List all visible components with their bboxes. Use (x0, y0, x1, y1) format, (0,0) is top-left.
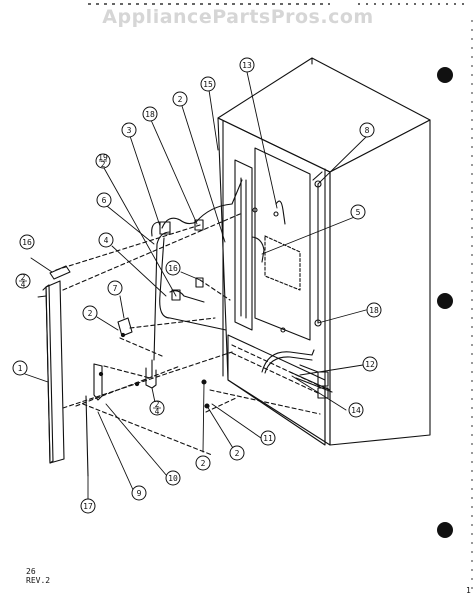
callout-label: 5 (356, 208, 361, 217)
callout-2b: 24 (15, 273, 31, 289)
callout-14: 14 (348, 402, 364, 418)
leader-lines (24, 71, 368, 504)
rear-access-panel (234, 147, 311, 341)
callout-label-bottom: 4 (155, 407, 160, 416)
callout-7: 7 (107, 280, 123, 296)
callout-circle (350, 204, 366, 220)
callout-2a: 2 (172, 91, 188, 107)
callout-label: 9 (137, 489, 142, 498)
callout-label: 8 (365, 126, 370, 135)
callout-16a: 16 (165, 260, 181, 276)
callout-5: 5 (350, 204, 366, 220)
callout-circle (229, 445, 245, 461)
callout-3: 3 (121, 122, 137, 138)
callout-8: 8 (359, 122, 375, 138)
callout-circle (200, 76, 216, 92)
bracket-7 (117, 317, 133, 337)
callout-label-top: 2 (21, 273, 26, 282)
callout-label: 7 (113, 284, 118, 293)
callout-label: 6 (102, 196, 107, 205)
callout-12: 12 (362, 356, 378, 372)
footer-revision: REV.2 (26, 576, 51, 585)
callout-label-top: 19 (98, 153, 108, 162)
callout-label-bottom: 2 (101, 160, 106, 169)
callout-9: 9 (131, 485, 147, 501)
callout-18b: 18 (366, 302, 382, 318)
callout-label: 2 (88, 309, 93, 318)
capillary-tube (251, 171, 323, 327)
callout-circle (165, 260, 181, 276)
callout-circle (359, 122, 375, 138)
callout-label: 18 (145, 110, 155, 119)
callout-circle (260, 430, 276, 446)
callout-1: 1 (12, 360, 28, 376)
callout-label: 2 (235, 449, 240, 458)
callout-11: 11 (260, 430, 276, 446)
machine-compartment (227, 334, 333, 446)
callout-label: 12 (365, 360, 375, 369)
callout-10: 10 (165, 470, 181, 486)
callout-2c: 2 (82, 305, 98, 321)
scan-border-marks (88, 3, 473, 590)
callout-label: 2 (178, 95, 183, 104)
assembly-lines (55, 213, 321, 456)
callout-circle (12, 360, 28, 376)
callout-circle (165, 470, 181, 486)
callout-label: 1 (18, 364, 23, 373)
callout-circle (142, 106, 158, 122)
footer-page-code: 26 (26, 567, 36, 576)
callout-circle (19, 234, 35, 250)
callout-13: 13 (239, 57, 255, 73)
callout-label: 16 (168, 264, 178, 273)
callout-circle (239, 57, 255, 73)
side-trim-panel (42, 280, 65, 464)
callout-15: 15 (200, 76, 216, 92)
callout-label: 14 (351, 406, 361, 415)
refrigerator-cabinet (217, 57, 431, 446)
binder-hole-middle (437, 293, 453, 309)
callout-4: 4 (98, 232, 114, 248)
callout-circle (172, 91, 188, 107)
callout-label-top: 2 (155, 400, 160, 409)
callout-label: 2 (201, 459, 206, 468)
callout-label: 13 (242, 61, 252, 70)
callout-circle (98, 232, 114, 248)
callout-circle (96, 192, 112, 208)
callout-label: 16 (22, 238, 32, 247)
callout-label: 17 (83, 502, 93, 511)
clip-16 (49, 265, 71, 280)
callout-17: 17 (80, 498, 96, 514)
callout-label: 10 (168, 474, 178, 483)
callout-circle (366, 302, 382, 318)
callout-label: 4 (104, 236, 109, 245)
callout-circle (121, 122, 137, 138)
callout-2e: 2 (195, 455, 211, 471)
wiring-harness (151, 179, 243, 379)
callout-circle (348, 402, 364, 418)
callout-label-bottom: 4 (21, 280, 26, 289)
callout-6: 6 (96, 192, 112, 208)
callout-19: 192 (95, 153, 111, 169)
binder-hole-bottom (437, 522, 453, 538)
callout-label: 3 (127, 126, 132, 135)
callout-2d: 24 (149, 400, 165, 416)
callout-2f: 2 (229, 445, 245, 461)
callout-label: 11 (263, 434, 273, 443)
callout-circle (131, 485, 147, 501)
binder-hole-top (437, 67, 453, 83)
callout-circle (107, 280, 123, 296)
callout-circle (82, 305, 98, 321)
callout-18a: 18 (142, 106, 158, 122)
callout-circle (80, 498, 96, 514)
callout-circle (195, 455, 211, 471)
callout-label: 18 (369, 306, 379, 315)
callout-label: 15 (203, 80, 213, 89)
callout-16b: 16 (19, 234, 35, 250)
page-mark: 1 (466, 586, 471, 595)
watermark: AppliancePartsPros.com (102, 6, 374, 28)
callout-circle (362, 356, 378, 372)
